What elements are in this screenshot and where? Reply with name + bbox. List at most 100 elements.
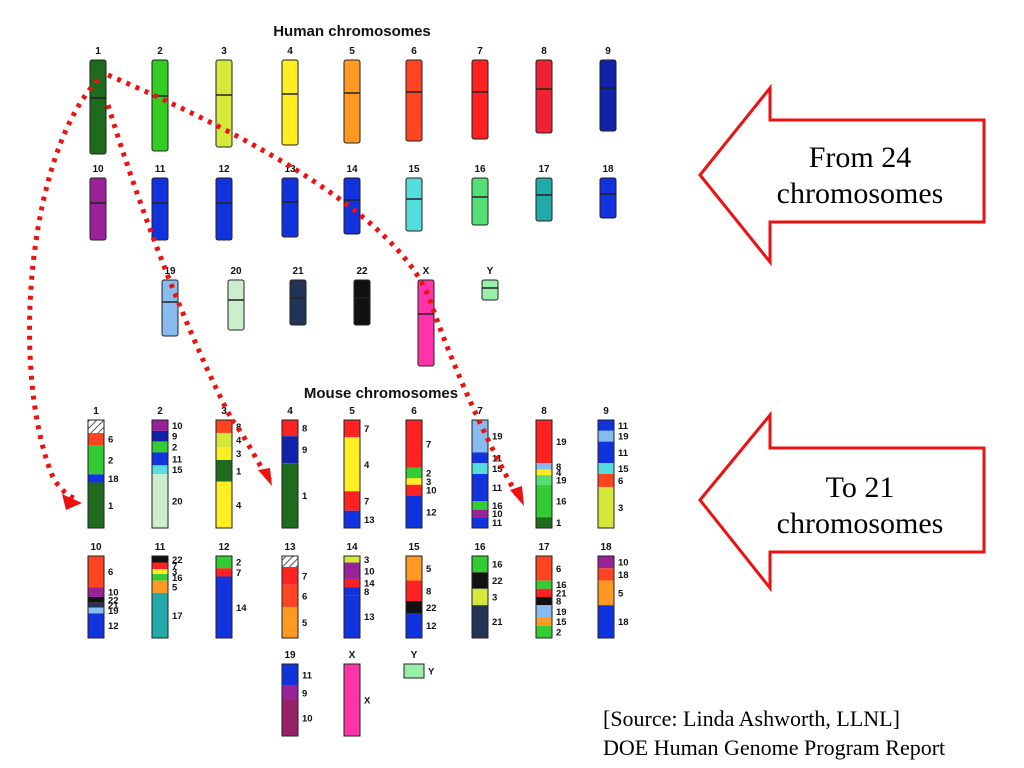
mouse-chr-label: Y <box>411 650 418 661</box>
mouse-segment <box>344 562 360 579</box>
mouse-segment <box>88 613 104 638</box>
segment-origin-label: 16 <box>172 573 183 584</box>
segment-origin-label: 16 <box>492 501 503 512</box>
mouse-segment <box>216 481 232 528</box>
segment-origin-label: 8 <box>556 462 561 473</box>
segment-origin-label: 6 <box>108 567 113 578</box>
segment-origin-label: 15 <box>556 617 567 628</box>
segment-origin-label: 1 <box>556 518 562 529</box>
segment-origin-label: 19 <box>556 437 567 448</box>
human-chromosome <box>471 59 489 140</box>
hatched-segment <box>88 420 104 433</box>
segment-origin-label: 12 <box>108 621 119 632</box>
mouse-chromosome-outline <box>151 419 169 529</box>
human-chromosome <box>405 59 423 142</box>
human-chromosome <box>535 59 553 134</box>
mouse-segment <box>598 441 614 464</box>
mouse-segment <box>216 447 232 460</box>
mouse-chr-label: 15 <box>408 542 420 553</box>
mouse-segment <box>282 584 298 607</box>
segment-origin-label: 15 <box>172 465 183 476</box>
mouse-segment <box>598 430 614 442</box>
mouse-chr-label: 2 <box>157 406 163 417</box>
human-chromosome <box>599 177 617 219</box>
human-chr-label: 1 <box>95 46 101 57</box>
segment-origin-label: 10 <box>492 509 503 520</box>
segment-origin-label: 18 <box>108 474 119 485</box>
mouse-chromosome-outline <box>281 419 299 529</box>
mouse-segment <box>152 420 168 431</box>
mouse-chromosome-outline <box>215 419 233 529</box>
segment-origin-label: 7 <box>364 497 369 508</box>
mouse-chr-label: 14 <box>346 542 358 553</box>
segment-origin-label: 2 <box>108 455 113 466</box>
mouse-segment <box>536 588 552 597</box>
callout-to-arrow <box>698 410 986 593</box>
segment-origin-label: 8 <box>426 586 431 597</box>
mouse-segment <box>536 420 552 464</box>
human-chr-label: 21 <box>292 266 304 277</box>
mouse-segment <box>406 484 422 496</box>
human-chromosome <box>481 279 499 301</box>
mouse-chr-label: 6 <box>411 406 417 417</box>
human-chromosome <box>353 279 371 326</box>
mouse-segment <box>152 574 168 581</box>
segment-origin-label: X <box>364 696 371 707</box>
mouse-chr-label: X <box>349 650 356 661</box>
mouse-chromosome-outline <box>535 419 553 529</box>
segment-origin-label: 18 <box>618 617 629 628</box>
mouse-segment <box>152 569 168 575</box>
segment-origin-label: 2 <box>236 558 241 569</box>
segment-origin-label: 22 <box>492 576 503 587</box>
mouse-segment <box>536 605 552 618</box>
segment-origin-label: 20 <box>172 497 183 508</box>
mouse-segment <box>406 556 422 581</box>
mouse-chr-label: 5 <box>349 406 355 417</box>
human-chr-label: 2 <box>157 46 163 57</box>
segment-origin-label: 7 <box>364 424 369 435</box>
mouse-chr-label: 11 <box>155 542 166 553</box>
human-chromosome <box>599 59 617 132</box>
callout-from-shape <box>698 83 986 267</box>
mouse-chromosome-outline <box>87 419 105 529</box>
mouse-segment <box>472 509 488 518</box>
mouse-segment <box>536 469 552 476</box>
mouse-segment <box>472 474 488 501</box>
human-title: Human chromosomes <box>273 23 431 40</box>
segment-origin-label: 19 <box>492 432 503 443</box>
mouse-segment <box>472 605 488 638</box>
segment-origin-label: 11 <box>492 518 503 529</box>
segment-origin-label: 19 <box>556 475 567 486</box>
segment-origin-label: 9 <box>302 688 307 699</box>
mouse-segment <box>472 463 488 474</box>
segment-origin-label: 15 <box>492 464 503 475</box>
mouse-segment <box>282 420 298 437</box>
human-chromosome <box>471 177 489 226</box>
mouse-segment <box>344 664 360 736</box>
mouse-chromosome-outline <box>471 555 489 639</box>
mouse-segment <box>472 572 488 589</box>
mouse-segment <box>282 664 298 686</box>
human-chromosome <box>405 177 423 232</box>
mouse-segment <box>536 617 552 626</box>
human-chromosome <box>281 59 299 146</box>
mouse-segment <box>282 436 298 464</box>
mouse-segment <box>88 433 104 446</box>
segment-origin-label: 1 <box>302 491 308 502</box>
mouse-segment <box>598 474 614 487</box>
mouse-chr-label: 4 <box>287 406 293 417</box>
mouse-segment <box>598 463 614 474</box>
mouse-segment <box>152 580 168 593</box>
mouse-segment <box>472 420 488 453</box>
mouse-segment <box>344 595 360 638</box>
source-report: DOE Human Genome Program Report <box>603 735 946 760</box>
mouse-segment <box>406 420 422 468</box>
segment-origin-label: 10 <box>108 588 119 599</box>
mouse-segment <box>598 580 614 606</box>
human-chr-label: 3 <box>221 46 227 57</box>
mouse-segment <box>598 420 614 431</box>
segment-origin-label: 1 <box>108 501 114 512</box>
mouse-title: Mouse chromosomes <box>304 385 458 402</box>
segment-origin-label: 16 <box>556 497 567 508</box>
